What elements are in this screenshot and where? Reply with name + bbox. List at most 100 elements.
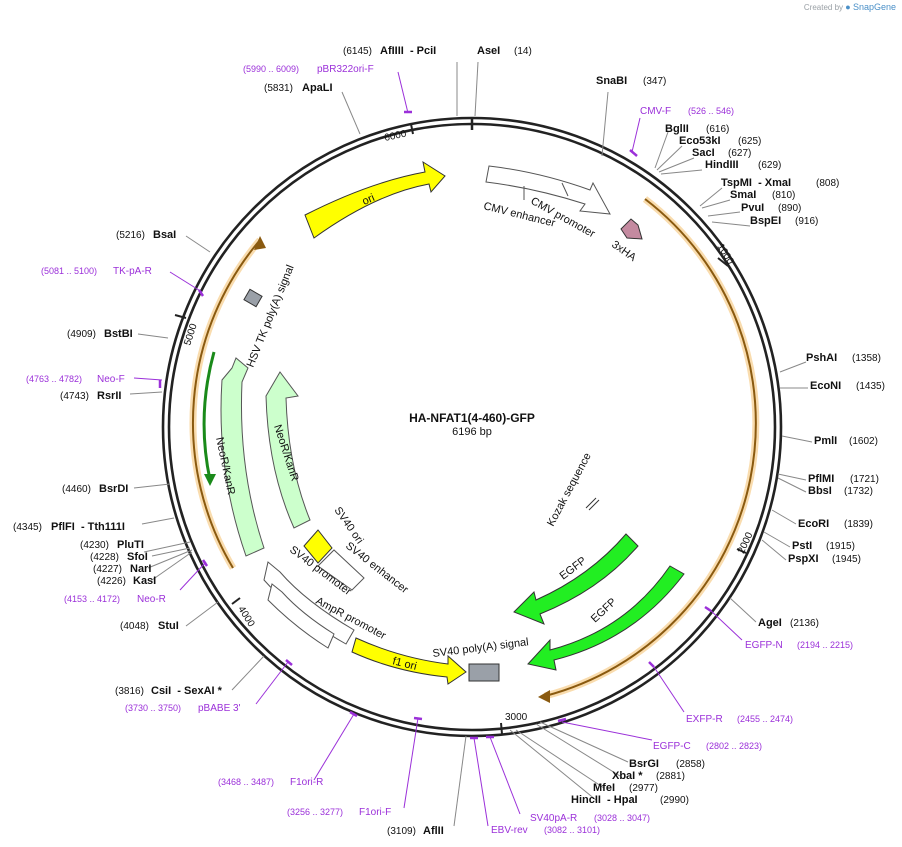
f1-ori-feature	[351, 637, 467, 685]
credit-prefix: Created by	[803, 3, 844, 12]
site-pos-pmli: (1602)	[849, 436, 878, 447]
site-name-tth111i: PflFI - Tth111I	[51, 521, 125, 533]
primer-pos-pbabe3: (3730 .. 3750)	[125, 703, 181, 713]
insert-arc-arrowhead	[538, 690, 550, 703]
primer-pos-egfp-c: (2802 .. 2823)	[706, 741, 762, 751]
site-name-hpai: HincII - HpaI	[571, 794, 638, 806]
primer-pos-pbr322ori-f: (5990 .. 6009)	[243, 64, 299, 74]
site-pos-bsai: (5216)	[116, 230, 145, 241]
site-name-pluti: PluTI	[117, 539, 144, 551]
site-name-smai: SmaI	[730, 189, 756, 201]
site-pos-aflii: (3109)	[387, 826, 416, 837]
site-pos-bstbi: (4909)	[67, 329, 96, 340]
site-pos-bglii: (616)	[706, 124, 729, 135]
f1-ori-label: f1 ori	[391, 655, 418, 673]
site-name-bspei: BspEI	[750, 215, 781, 227]
primer-pos-tk-pa-r: (5081 .. 5100)	[41, 266, 97, 276]
site-pos-agei: (2136)	[790, 618, 819, 629]
insert-arc-glow	[544, 196, 760, 700]
primer-pos-neo-f: (4763 .. 4782)	[26, 374, 82, 384]
site-pos-pvui: (890)	[778, 203, 801, 214]
site-name-snabi: SnaBI	[596, 75, 627, 87]
tick-3000	[500, 722, 503, 735]
site-pos-rsrii: (4743)	[60, 391, 89, 402]
primer-marks	[158, 110, 712, 740]
tick-6000	[410, 123, 414, 135]
tick-1000	[717, 257, 729, 267]
site-pos-aflIII: (6145)	[343, 46, 372, 57]
plasmid-name: HA-NFAT1(4-460)-GFP	[409, 411, 535, 425]
site-pos-pflmi: (1721)	[850, 474, 879, 485]
primer-name-f1ori-f: F1ori-F	[359, 807, 391, 818]
insert-arc	[544, 198, 757, 697]
site-name-stui: StuI	[158, 620, 179, 632]
sv40-enhancer-feature	[317, 549, 365, 591]
site-name-aflii: AflII	[423, 825, 444, 837]
ori-feature	[304, 160, 446, 239]
primer-leader-lines	[133, 71, 743, 827]
primer-name-sv40pa-r: SV40pA-R	[530, 813, 577, 824]
ha-tag-label: 3xHA	[609, 239, 638, 265]
kozak-mark-2	[588, 499, 600, 511]
egfp-feature-2	[527, 565, 685, 671]
site-pos-pspxi: (1945)	[832, 554, 861, 565]
site-pos-mfei: (2977)	[629, 783, 658, 794]
site-pos-hpai: (2990)	[660, 795, 689, 806]
sv40-polya-feature	[468, 663, 500, 682]
site-name-bsrgi: BsrGI	[629, 758, 659, 770]
primer-name-tk-pa-r: TK-pA-R	[113, 266, 152, 277]
ori-label: ori	[360, 192, 376, 208]
primer-pos-sv40pa-r: (3028 .. 3047)	[594, 813, 650, 823]
tick-label-3000: 3000	[505, 712, 528, 723]
tick-label-5000: 5000	[182, 322, 199, 347]
primer-pos-egfp-n: (2194 .. 2215)	[797, 640, 853, 650]
site-name-bglii: BglII	[665, 123, 689, 135]
primer-name-pbr322ori-f: pBR322ori-F	[317, 64, 374, 75]
left-insert-arc	[191, 239, 261, 569]
sv40-ori-label: SV40 ori	[332, 505, 366, 546]
primer-pos-exfp-r: (2455 .. 2474)	[737, 714, 793, 724]
site-name-mfei: MfeI	[593, 782, 615, 794]
primer-name-egfp-n: EGFP-N	[745, 640, 783, 651]
kozak-mark-1	[585, 497, 597, 509]
primer-name-exfp-r: EXFP-R	[686, 714, 723, 725]
site-pos-kasi: (4226)	[97, 576, 126, 587]
hsv-tk-polya-feature	[243, 288, 263, 308]
site-name-eco53ki: Eco53kI	[679, 135, 721, 147]
tick-2000	[736, 548, 747, 554]
primer-labels: (5990 .. 6009) pBR322ori-F CMV-F (526 ..…	[26, 64, 853, 836]
primer-pos-f1ori-f: (3256 .. 3277)	[287, 807, 343, 817]
site-pos-bsrdi: (4460)	[62, 484, 91, 495]
cmv-feature	[485, 165, 611, 215]
primer-pos-ebv-rev: (3082 .. 3101)	[544, 825, 600, 835]
site-name-bsai: BsaI	[153, 229, 176, 241]
site-name-bbsi: BbsI	[808, 485, 832, 497]
site-pos-xmai: (808)	[816, 178, 839, 189]
site-name-asei: AseI	[477, 45, 500, 57]
site-pos-asei: (14)	[514, 46, 532, 57]
neo-ring-arrowhead	[204, 474, 216, 486]
primer-name-egfp-c: EGFP-C	[653, 741, 691, 752]
site-name-bsrdi: BsrDI	[99, 483, 128, 495]
primer-name-f1ori-r: F1ori-R	[290, 777, 323, 788]
primer-name-cmv-f: CMV-F	[640, 106, 671, 117]
site-name-psti: PstI	[792, 540, 812, 552]
primer-pos-f1ori-r: (3468 .. 3487)	[218, 777, 274, 787]
site-labels: (6145) AfIIII - PciI AseI (14) SnaBI (34…	[13, 45, 885, 837]
egfp-label-2: EGFP	[589, 596, 619, 625]
site-pos-tth111i: (4345)	[13, 522, 42, 533]
sv40-ori-feature	[303, 529, 333, 564]
site-name-pshai: PshAI	[806, 352, 837, 364]
site-name-econi: EcoNI	[810, 380, 841, 392]
site-pos-stui: (4048)	[120, 621, 149, 632]
primer-name-neo-r: Neo-R	[137, 594, 166, 605]
site-pos-xbai: (2881)	[656, 771, 685, 782]
site-pos-bsrgi: (2858)	[676, 759, 705, 770]
site-pos-saci: (627)	[728, 148, 751, 159]
egfp-feature-1	[513, 533, 639, 625]
tick-label-4000: 4000	[235, 604, 256, 629]
site-pos-sfoi: (4228)	[90, 552, 119, 563]
tick-4000	[231, 597, 241, 605]
left-insert-arc-arrowhead	[254, 236, 266, 250]
